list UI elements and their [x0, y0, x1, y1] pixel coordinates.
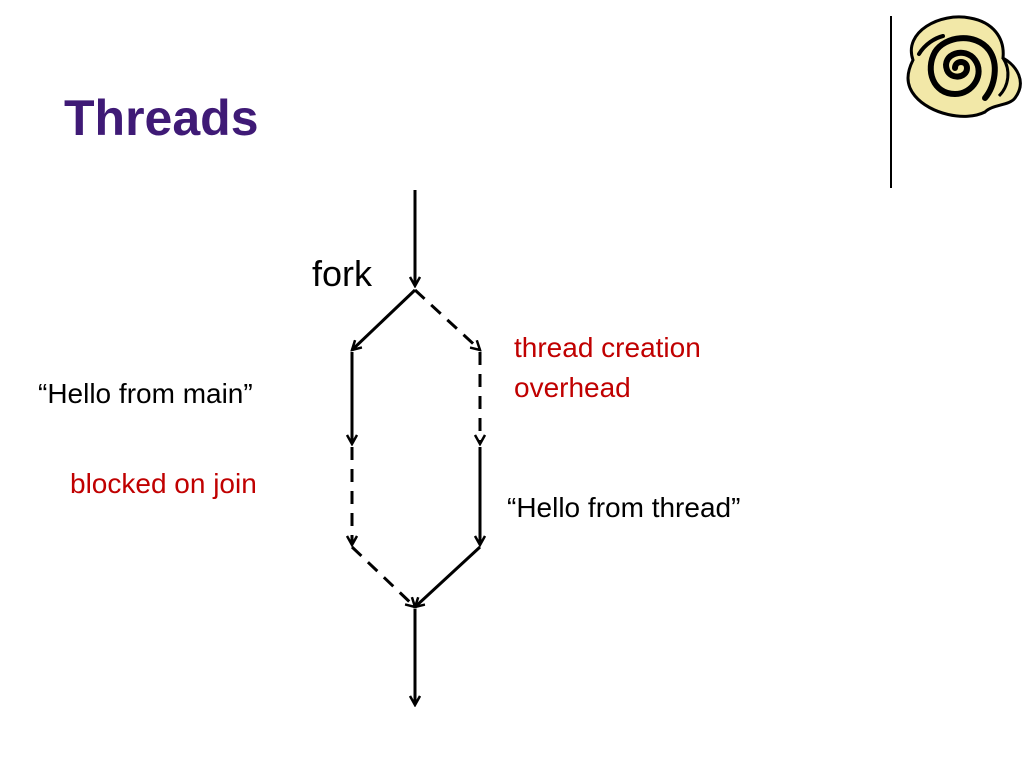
main-join-edge [350, 545, 415, 607]
thread-join-edge [415, 545, 482, 607]
thread-label: “Hello from thread” [507, 492, 741, 523]
logo-divider [890, 16, 892, 188]
overhead-label-line2: overhead [514, 371, 631, 403]
overhead-label: thread creation overhead [514, 328, 701, 408]
scroll-logo-icon [906, 15, 1022, 118]
spawn-edge [413, 288, 480, 350]
slide-title: Threads [64, 90, 259, 146]
overhead-label-line1: thread creation [514, 332, 701, 363]
main-branch-edge [352, 288, 417, 350]
fork-label: fork [312, 253, 373, 294]
blocked-label: blocked on join [70, 468, 257, 499]
main-thread-label: “Hello from main” [38, 378, 253, 409]
